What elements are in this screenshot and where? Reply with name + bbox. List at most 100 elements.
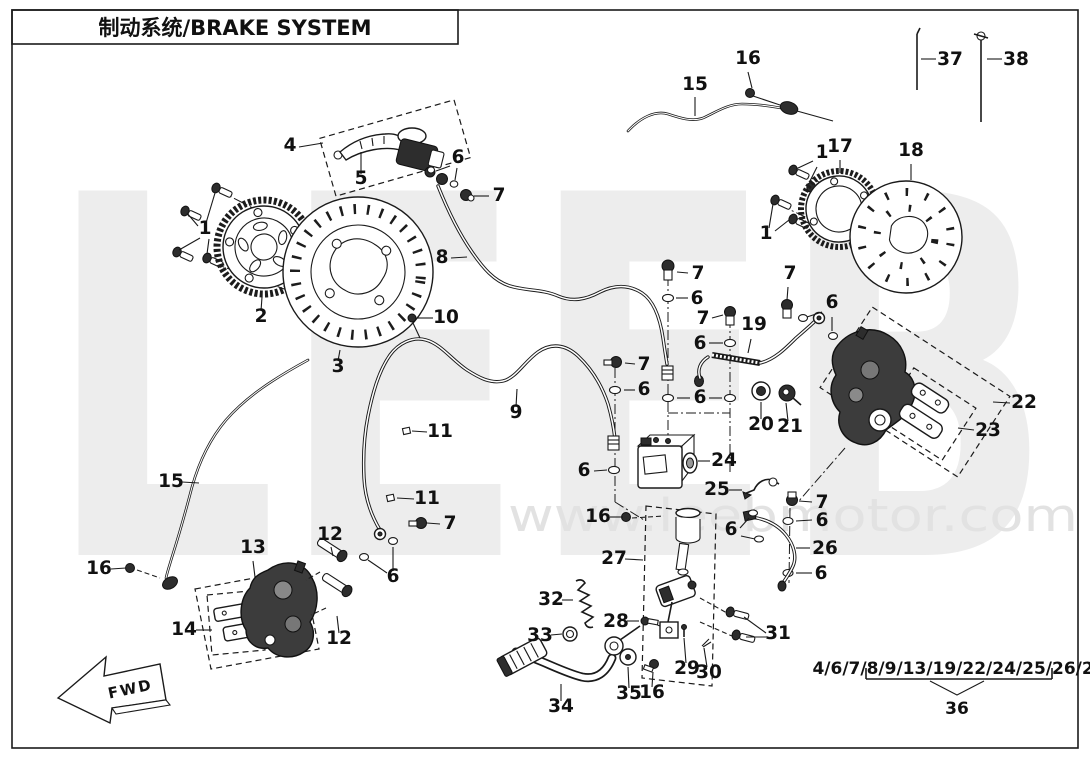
part-number-label-4: 4 <box>284 135 297 156</box>
leader-line <box>683 637 687 664</box>
leader-line <box>260 296 263 312</box>
kit-parts-list: 4/6/7/8/9/13/19/22/24/25/26/27 <box>812 659 1090 679</box>
part-number-label-7: 7 <box>697 308 710 329</box>
part-number-label-6: 6 <box>815 563 828 584</box>
leader-line <box>435 165 451 172</box>
leader-line <box>676 271 689 274</box>
part-number-label-15: 15 <box>158 471 184 492</box>
washer <box>827 332 839 340</box>
leader-line <box>298 142 324 148</box>
washer <box>661 393 675 403</box>
leader-line <box>957 427 975 431</box>
part-number-label-12: 12 <box>317 524 343 545</box>
part-number-label-11: 11 <box>414 488 440 509</box>
pads-kit-box <box>206 589 266 656</box>
brake-pedal <box>496 625 641 683</box>
cable-tie-37 <box>916 27 921 90</box>
leader-line <box>330 546 334 557</box>
washer <box>607 465 621 475</box>
front-master-cylinder-assembly <box>318 99 475 202</box>
leader-line <box>703 647 708 668</box>
speed-sensor <box>162 576 178 590</box>
part-number-label-11: 11 <box>427 421 453 442</box>
flange-nut-33 <box>562 626 578 642</box>
leader-line <box>186 212 199 227</box>
part-number-label-5: 5 <box>355 168 368 189</box>
leader-line <box>624 362 636 365</box>
front-caliper-assembly <box>194 537 399 670</box>
rod-38 <box>973 31 989 122</box>
leader-line <box>624 558 644 561</box>
fwd-direction-arrow: FWD <box>56 655 172 725</box>
part-number-label-15: 15 <box>682 74 708 95</box>
part-number-label-1: 1 <box>199 218 212 239</box>
leader-line <box>252 560 256 578</box>
washer <box>747 509 759 517</box>
part-number-label-25: 25 <box>704 479 730 500</box>
title-box <box>11 9 459 45</box>
kit-part-number: 36 <box>945 699 969 719</box>
washer <box>387 537 399 545</box>
reservoir-cap <box>675 507 701 519</box>
page-title: 制动系统/BRAKE SYSTEM <box>98 16 371 40</box>
kit-note: 4/6/7/8/9/13/19/22/24/25/26/27 36 <box>812 659 1090 719</box>
part-number-label-1: 1 <box>760 223 773 244</box>
leader-line <box>550 633 563 636</box>
part-number-label-10: 10 <box>433 307 459 328</box>
part-number-label-9: 9 <box>510 402 523 423</box>
part-number-label-2: 2 <box>255 306 268 327</box>
front-brake-disc <box>282 196 434 348</box>
leader-line <box>739 517 750 529</box>
leader-line <box>768 203 774 229</box>
pedal-bolt-16 <box>642 659 659 673</box>
part-number-label-37: 37 <box>937 49 963 70</box>
leader-line <box>426 522 441 525</box>
rear-caliper-assembly <box>819 306 1011 478</box>
leader-line <box>515 388 518 408</box>
leader-line <box>593 469 608 472</box>
leader-line <box>798 500 813 503</box>
leader-line <box>450 256 468 259</box>
rear-master-hose <box>742 491 798 592</box>
clevis-pin-29 <box>681 624 687 637</box>
leader-line <box>809 166 818 182</box>
washer <box>723 338 737 348</box>
page-border <box>11 9 1079 749</box>
part-number-label-19: 19 <box>741 314 767 335</box>
part-number-label-23: 23 <box>975 420 1001 441</box>
abs-inlet-fittings-left <box>661 259 675 403</box>
bolt-28 <box>640 616 659 626</box>
part-number-label-35: 35 <box>616 683 642 704</box>
hose-clip <box>385 493 396 503</box>
caliper-bolt-12 <box>316 537 348 563</box>
hose-fitting <box>661 365 674 381</box>
clip-bolt-10 <box>407 313 417 323</box>
part-number-label-8: 8 <box>436 247 449 268</box>
part-number-label-18: 18 <box>898 140 924 161</box>
abs-module <box>636 433 698 489</box>
leader-line <box>181 481 200 484</box>
part-number-label-16: 16 <box>735 48 761 69</box>
leader-line <box>711 314 724 319</box>
leader-line <box>367 559 388 574</box>
leader-line <box>110 567 127 570</box>
bracket-25 <box>742 477 780 500</box>
leader-line <box>411 430 428 433</box>
grommet-20 <box>751 381 771 401</box>
part-number-label-16: 16 <box>585 506 611 527</box>
abs-inlet-fittings-right <box>723 306 737 403</box>
washer <box>797 314 809 322</box>
leader-line <box>774 219 790 232</box>
leader-line <box>627 666 630 689</box>
part-number-label-3: 3 <box>332 356 345 377</box>
rear-brake-disc <box>849 180 963 294</box>
front-caliper-body <box>240 562 318 658</box>
leader-line <box>336 615 340 634</box>
part-number-label-6: 6 <box>694 387 707 408</box>
part-number-label-16: 16 <box>639 682 665 703</box>
part-number-label-7: 7 <box>493 185 506 206</box>
part-number-label-38: 38 <box>1003 49 1029 70</box>
leader-line <box>806 311 823 318</box>
hose-fitting <box>607 435 620 451</box>
part-number-label-16: 16 <box>86 558 112 579</box>
